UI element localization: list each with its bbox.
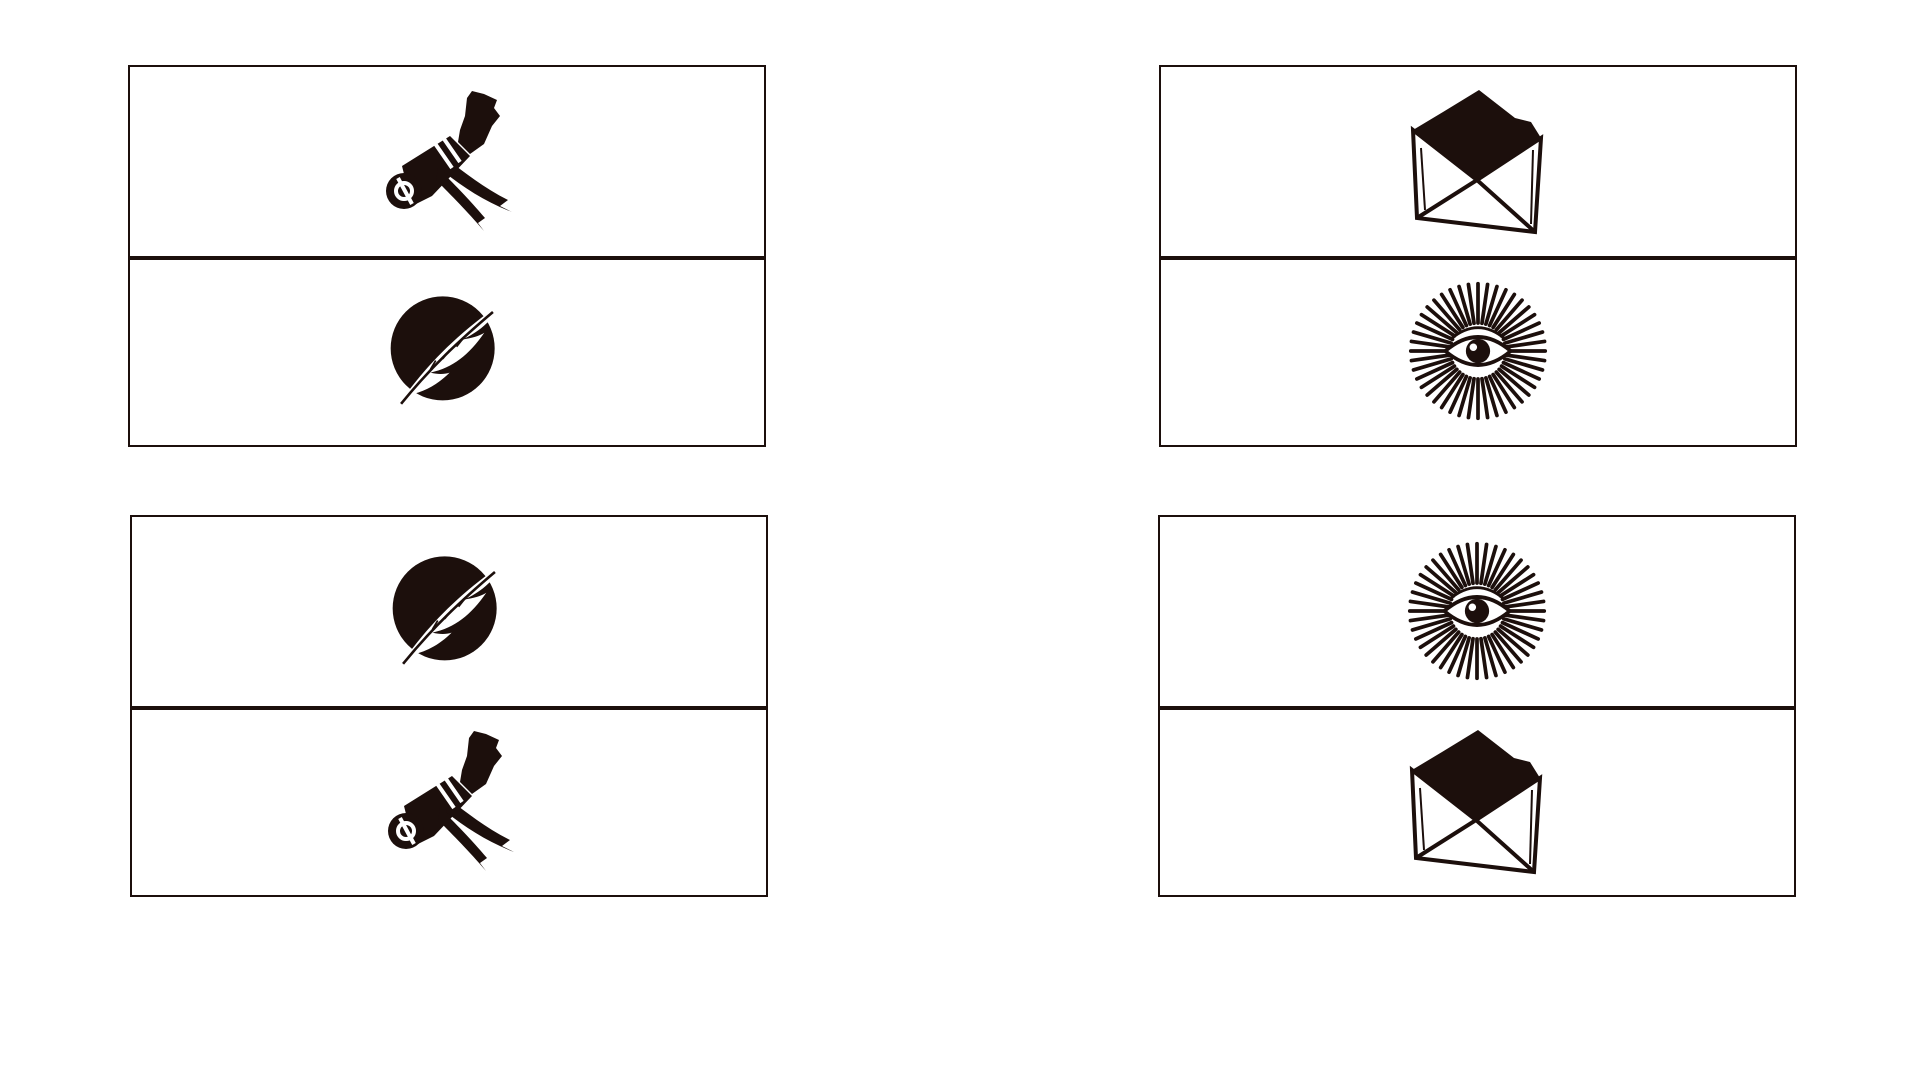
card-2-divider (1161, 256, 1795, 260)
card-1-top-panel (130, 67, 764, 255)
scroll-with-ribbon-icon (374, 726, 524, 876)
radiant-eye-icon (1408, 281, 1548, 421)
card-4 (1158, 515, 1796, 897)
card-4-divider (1160, 706, 1794, 710)
card-1-divider (130, 256, 764, 260)
radiant-eye-icon (1407, 541, 1547, 681)
card-1-bottom-panel (130, 257, 764, 445)
open-envelope-icon (1402, 726, 1552, 876)
quill-in-circle-icon (384, 546, 514, 676)
card-3-bottom-panel (132, 707, 766, 895)
card-3-top-panel (132, 517, 766, 705)
card-2-bottom-panel (1161, 257, 1795, 445)
card-3 (130, 515, 768, 897)
card-4-top-panel (1160, 517, 1794, 705)
card-2-top-panel (1161, 67, 1795, 255)
card-4-bottom-panel (1160, 707, 1794, 895)
scroll-with-ribbon-icon (372, 86, 522, 236)
quill-in-circle-icon (382, 286, 512, 416)
card-1 (128, 65, 766, 447)
card-3-divider (132, 706, 766, 710)
card-2 (1159, 65, 1797, 447)
open-envelope-icon (1403, 86, 1553, 236)
